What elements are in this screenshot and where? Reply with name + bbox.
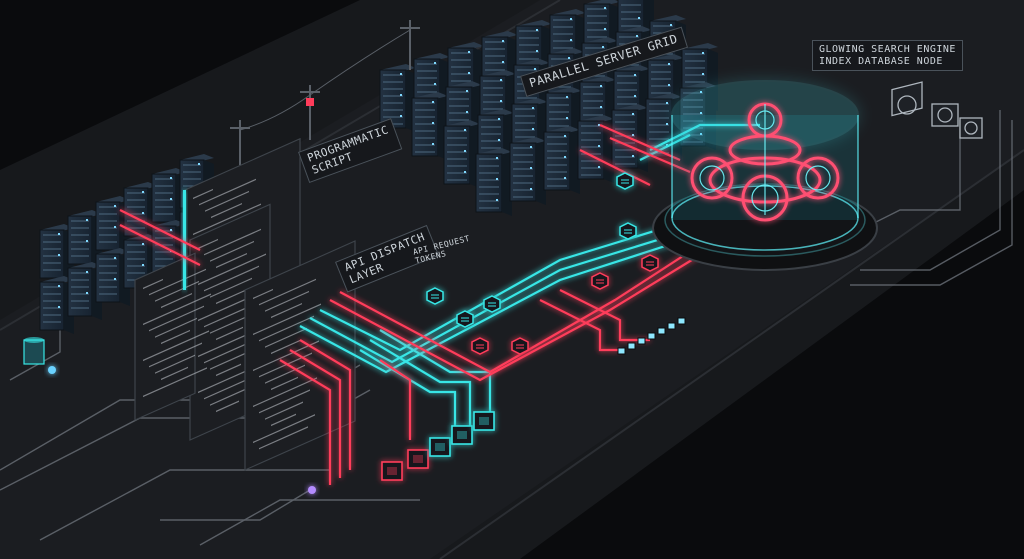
server-rack	[475, 148, 512, 216]
index-node-label: GLOWING SEARCH ENGINE INDEX DATABASE NOD…	[812, 40, 963, 71]
server-rack	[543, 126, 580, 194]
token-chip-red	[471, 337, 489, 355]
connector-pin	[657, 327, 666, 335]
token-chip-red	[511, 337, 529, 355]
left-rack-lower	[95, 248, 130, 306]
token-chip-cyan	[483, 295, 501, 313]
red-conduits	[119, 123, 701, 485]
connector-pin	[627, 342, 636, 350]
server-rack	[411, 92, 448, 160]
cooling-fan-units	[891, 81, 983, 139]
connector-pin	[667, 322, 676, 330]
token-chip-red	[641, 254, 659, 272]
index-database-node	[652, 80, 878, 271]
panel-glow-edge	[183, 190, 186, 290]
api-request-tokens	[426, 172, 659, 355]
index-node-label-line1: GLOWING SEARCH ENGINE	[819, 44, 956, 55]
dispatch-terminal	[381, 461, 403, 481]
connector-pin	[617, 347, 626, 355]
dispatch-terminal	[429, 437, 451, 457]
index-node-label-line2: INDEX DATABASE NODE	[819, 55, 943, 67]
left-cylinder-device	[23, 337, 316, 494]
dispatch-terminal	[473, 411, 495, 431]
dispatch-terminal	[451, 425, 473, 445]
connector-terminals	[381, 317, 686, 481]
code-panel-left	[134, 252, 211, 421]
utility-poles	[230, 20, 420, 165]
server-rack	[443, 120, 480, 188]
left-rack-lower	[39, 276, 74, 334]
server-rack	[509, 137, 546, 205]
server-rack	[577, 115, 614, 183]
connector-pin	[677, 317, 686, 325]
connector-pin	[647, 332, 656, 340]
dispatch-terminal	[407, 449, 429, 469]
token-chip-cyan	[456, 310, 474, 328]
connector-pin	[637, 337, 646, 345]
token-chip-red	[591, 272, 609, 290]
token-chip-cyan	[619, 222, 637, 240]
token-chip-cyan	[426, 287, 444, 305]
token-chip-cyan	[616, 172, 634, 190]
